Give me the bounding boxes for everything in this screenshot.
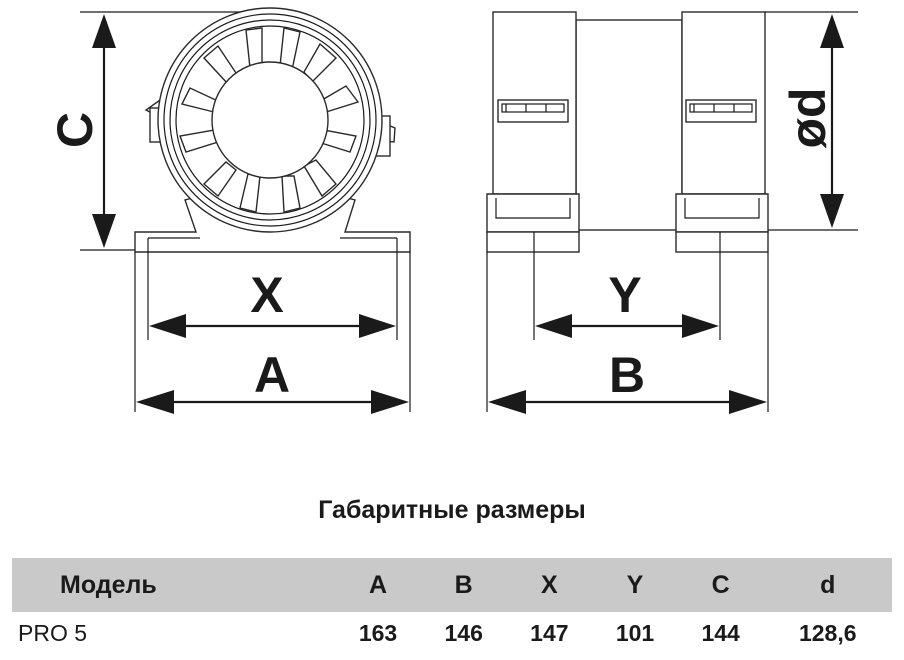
header-d: d xyxy=(763,558,892,612)
header-a: A xyxy=(335,558,421,612)
header-model: Модель xyxy=(12,558,336,612)
dim-label-y: Y xyxy=(608,267,641,323)
cell-a: 163 xyxy=(358,619,398,646)
side-dimensions: Y B xyxy=(486,232,769,414)
header-y: Y xyxy=(592,558,678,612)
header-b: B xyxy=(420,558,507,612)
side-view: ød xyxy=(486,11,858,253)
dim-label-d: ød xyxy=(780,87,836,148)
cell-c: 144 xyxy=(701,619,740,646)
cell-y: 101 xyxy=(615,619,655,646)
dimensions-table: Модель A B X Y C d PRO 5 163 146 147 101… xyxy=(12,558,892,654)
dim-label-x: X xyxy=(250,267,283,323)
cell-d: 128,6 xyxy=(798,619,857,646)
left-clamp xyxy=(486,11,580,253)
front-dimensions: X A xyxy=(134,252,411,414)
motor-hub xyxy=(211,61,329,179)
technical-drawing: C xyxy=(47,7,858,414)
front-view: C xyxy=(47,7,411,253)
cell-b: 146 xyxy=(444,619,483,646)
table-row: PRO 5 163 146 147 101 144 128,6 xyxy=(12,612,892,654)
header-c: C xyxy=(677,558,764,612)
header-x: X xyxy=(506,558,593,612)
table-header-row: Модель A B X Y C d xyxy=(12,558,892,612)
cell-model: PRO 5 xyxy=(18,619,88,646)
cell-x: 147 xyxy=(530,619,569,646)
dim-label-b: B xyxy=(609,347,645,403)
table-title: Габаритные размеры xyxy=(318,496,586,524)
dim-label-a: A xyxy=(254,347,290,403)
right-clamp xyxy=(675,11,769,253)
dim-label-c: C xyxy=(47,112,103,148)
